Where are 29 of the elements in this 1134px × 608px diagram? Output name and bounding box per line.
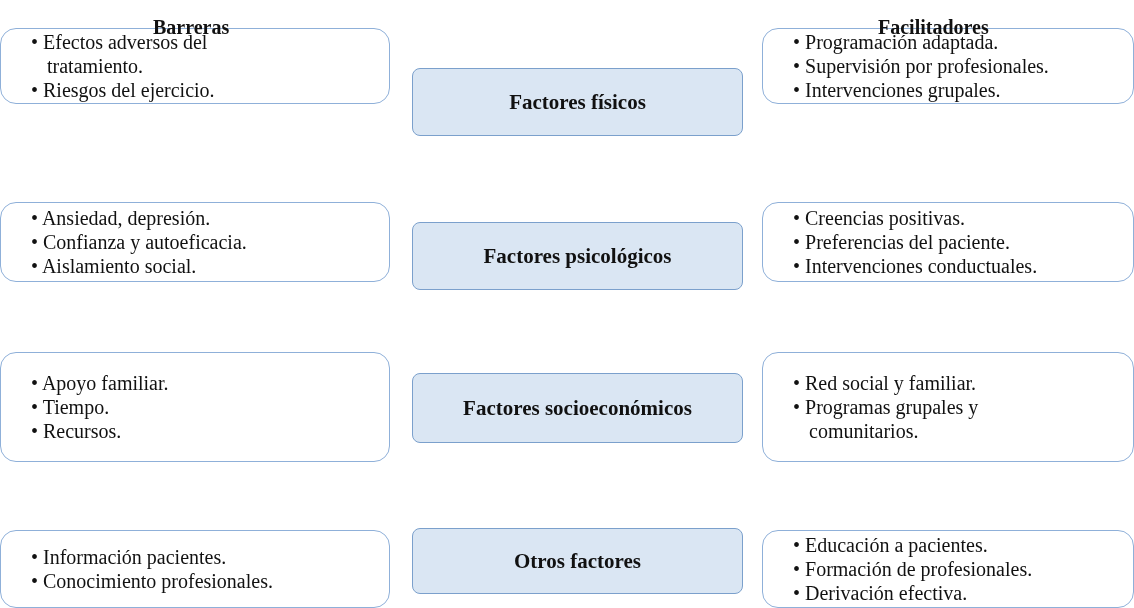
bullet-list-box — [762, 352, 1134, 462]
list-item: • Educación a pacientes. — [793, 533, 989, 557]
list-item: • Conocimiento profesionales. — [31, 569, 274, 593]
list-item: • Supervisión por profesionales. — [793, 54, 1050, 78]
list-item: • Formación de profesionales. — [793, 557, 1034, 581]
list-item: • Derivación efectiva. — [793, 581, 969, 605]
bullet-list-box — [0, 530, 390, 608]
factor-box: Factores psicológicos — [412, 222, 743, 290]
list-item: • Red social y familiar. — [793, 371, 978, 395]
list-item: • Programas grupales y comunitarios. — [793, 395, 980, 443]
list-item: • Intervenciones conductuales. — [793, 254, 1039, 278]
list-item: • Ansiedad, depresión. — [31, 206, 212, 230]
list-item: • Información pacientes. — [31, 545, 228, 569]
factor-box: Factores físicos — [412, 68, 743, 136]
list-item: • Recursos. — [31, 419, 123, 443]
list-item: • Preferencias del paciente. — [793, 230, 1011, 254]
bullet-list-box — [762, 202, 1134, 282]
list-item: • Riesgos del ejercicio. — [31, 78, 216, 102]
list-item: • Creencias positivas. — [793, 206, 966, 230]
bullet-list-box — [762, 530, 1134, 608]
list-item: • Confianza y autoeficacia. — [31, 230, 248, 254]
list-item: • Aislamiento social. — [31, 254, 198, 278]
bullet-list-box — [0, 202, 390, 282]
list-item: • Apoyo familiar. — [31, 371, 170, 395]
factor-box: Factores socioeconómicos — [412, 373, 743, 443]
list-item: • Tiempo. — [31, 395, 111, 419]
list-item: • Intervenciones grupales. — [793, 78, 1002, 102]
factor-box: Otros factores — [412, 528, 743, 594]
bullet-list-box — [0, 352, 390, 462]
